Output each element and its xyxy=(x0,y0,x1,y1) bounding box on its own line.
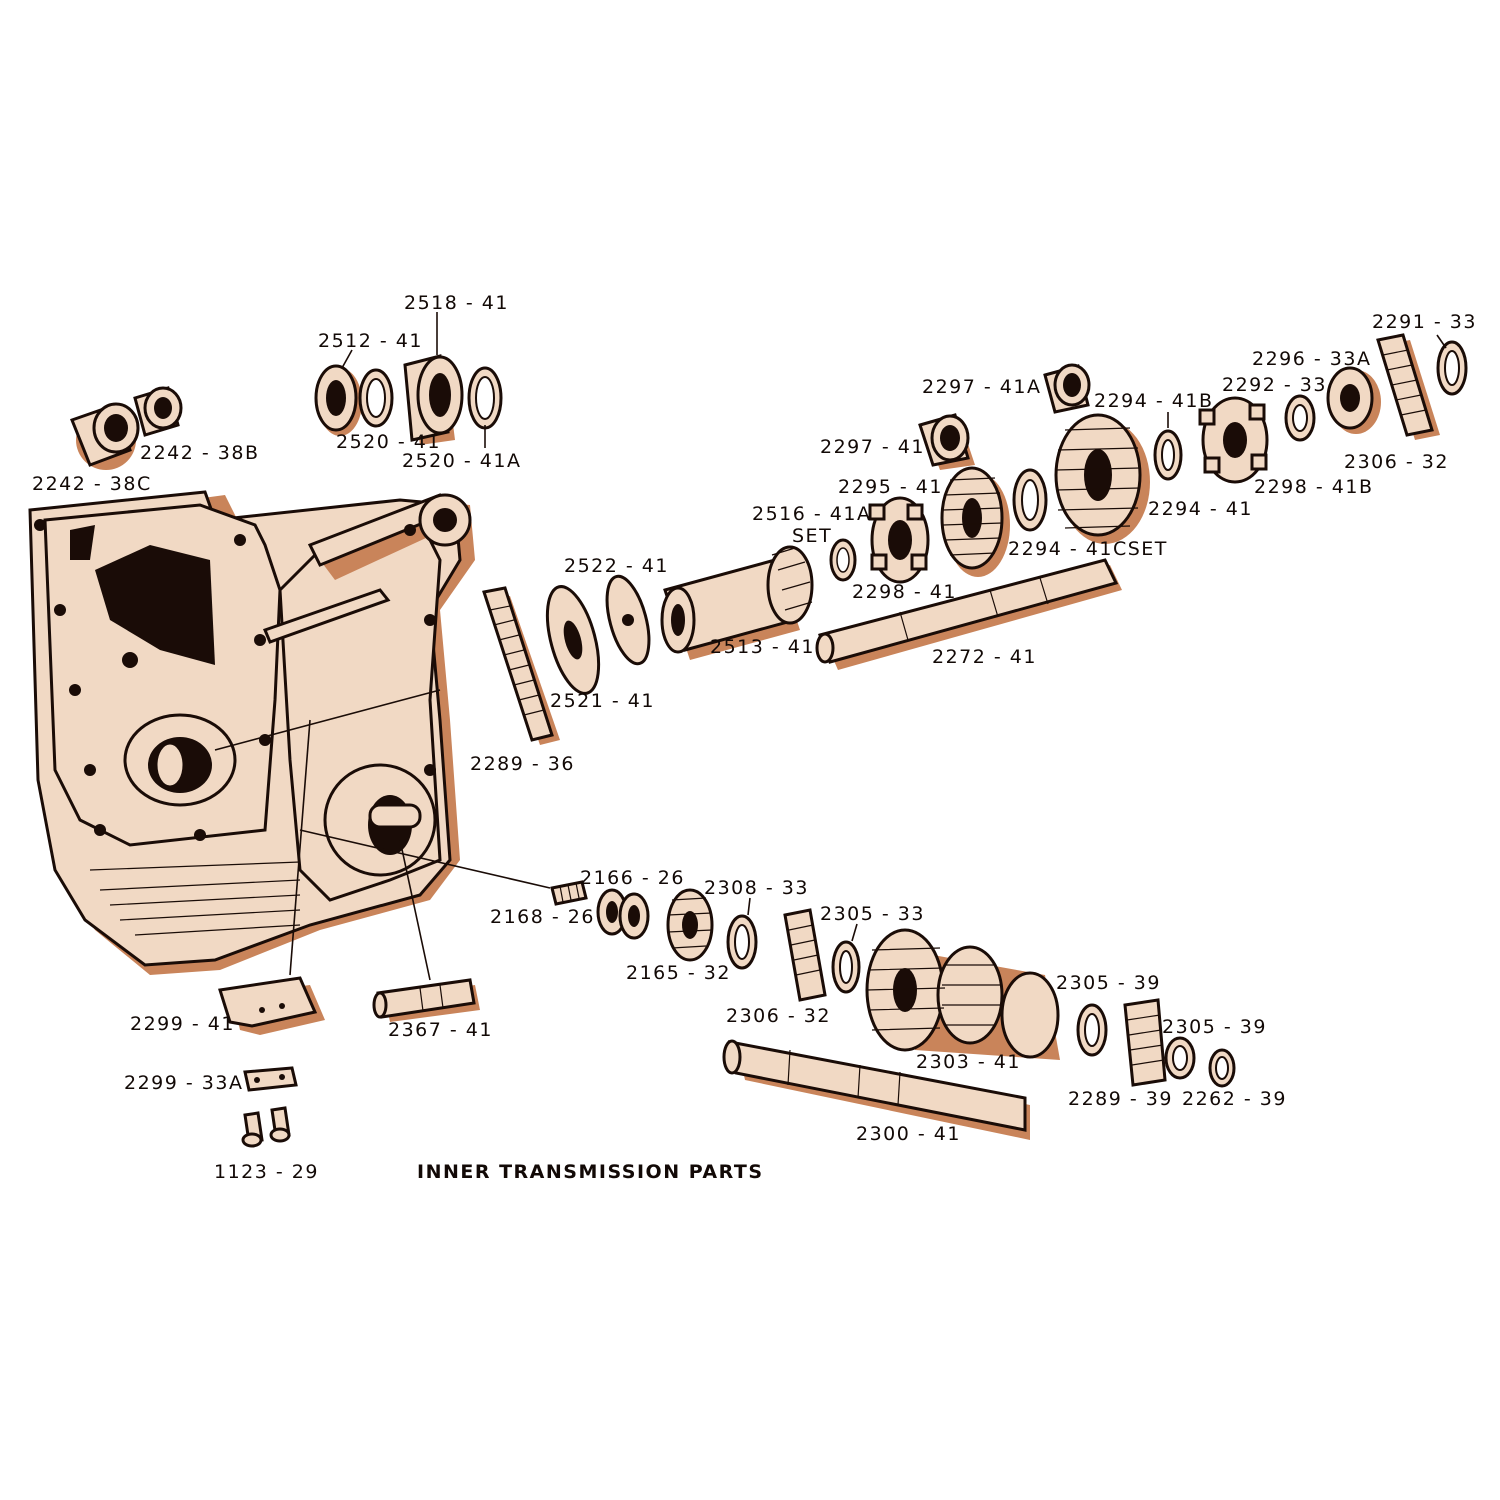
label-2306-32-top: 2306 - 32 xyxy=(1344,451,1449,473)
shaft-2300-41 xyxy=(722,1039,1030,1140)
label-2305-39-a: 2305 - 39 xyxy=(1056,972,1161,994)
bushing-2242-38B xyxy=(133,386,183,437)
gear-2513-41 xyxy=(660,545,814,660)
shoe-2299-41 xyxy=(218,976,325,1035)
washer-2294-41B xyxy=(1153,429,1183,481)
label-2303-41: 2303 - 41 xyxy=(916,1051,1021,1073)
label-2166-26: 2166 - 26 xyxy=(580,867,685,889)
plate-2522-41 xyxy=(605,574,651,666)
spring-2289-36 xyxy=(482,586,560,745)
label-2518-41: 2518 - 41 xyxy=(404,292,509,314)
label-2289-39: 2289 - 39 xyxy=(1068,1088,1173,1110)
label-2291-33: 2291 - 33 xyxy=(1372,311,1477,333)
label-2297-41: 2297 - 41 xyxy=(820,436,925,458)
bushing-2297-41A xyxy=(1043,363,1091,414)
washer-2292-33 xyxy=(1284,394,1316,442)
label-2294-41CSET: 2294 - 41CSET xyxy=(1008,538,1168,560)
label-2272-41: 2272 - 41 xyxy=(932,646,1037,668)
ring-2520-41A xyxy=(467,366,503,430)
shaft-2272-41 xyxy=(815,558,1122,670)
plate-2521-41 xyxy=(545,585,601,695)
gear-2295-41 xyxy=(940,466,1010,577)
label-2305-33: 2305 - 33 xyxy=(820,903,925,925)
ring-2262-39 xyxy=(1208,1048,1236,1088)
label-2297-41A: 2297 - 41A xyxy=(922,376,1041,398)
label-2165-32: 2165 - 32 xyxy=(626,962,731,984)
washer-2305-39-a xyxy=(1076,1003,1108,1057)
spring-2289-39 xyxy=(1123,998,1167,1087)
washer-2308-33 xyxy=(726,914,758,970)
roller-2306-32-top xyxy=(1376,333,1440,440)
diagram-title: INNER TRANSMISSION PARTS xyxy=(417,1161,764,1183)
label-2294-41B: 2294 - 41B xyxy=(1094,390,1214,412)
nut-2296-33A xyxy=(1326,366,1381,434)
label-2242-38B: 2242 - 38B xyxy=(140,442,260,464)
plate-2299-33A xyxy=(243,1066,298,1092)
label-2516-41A: 2516 - 41A xyxy=(752,503,871,525)
spacer-2516-41A xyxy=(829,538,857,582)
label-2295-41: 2295 - 41 xyxy=(838,476,943,498)
bushing-2242-38C xyxy=(70,402,140,470)
label-2522-41: 2522 - 41 xyxy=(564,555,669,577)
washer-2294-41C xyxy=(1012,468,1048,532)
bushing-2297-41 xyxy=(918,413,975,470)
label-2299-41: 2299 - 41 xyxy=(130,1013,235,1035)
gear-2294-41 xyxy=(1054,413,1150,544)
label-2298-41B: 2298 - 41B xyxy=(1254,476,1374,498)
label-1123-29: 1123 - 29 xyxy=(214,1161,319,1183)
label-2520-41: 2520 - 41 xyxy=(336,431,441,453)
washer-2305-39-b xyxy=(1164,1036,1196,1080)
transmission-case xyxy=(28,490,551,981)
ring-2520-41 xyxy=(358,368,394,428)
label-2294-41: 2294 - 41 xyxy=(1148,498,1253,520)
label-2262-39: 2262 - 39 xyxy=(1182,1088,1287,1110)
label-2292-33: 2292 - 33 xyxy=(1222,374,1327,396)
bearing-2518-41 xyxy=(403,354,464,445)
label-2300-41: 2300 - 41 xyxy=(856,1123,961,1145)
label-2308-33: 2308 - 33 xyxy=(704,877,809,899)
cluster-gear-2303-41 xyxy=(865,928,1060,1060)
spring-2168-26 xyxy=(550,880,588,906)
bushing-2166-26 xyxy=(596,888,650,940)
cup-2512-41 xyxy=(314,364,362,436)
washer-2305-33 xyxy=(831,940,861,994)
label-2242-38C: 2242 - 38C xyxy=(32,473,152,495)
label-2516-set: SET xyxy=(792,525,832,547)
label-2306-32-bottom: 2306 - 32 xyxy=(726,1005,831,1027)
pin-2367-41 xyxy=(372,978,480,1022)
clutch-2298-41B xyxy=(1198,396,1269,484)
label-2305-39-b: 2305 - 39 xyxy=(1162,1016,1267,1038)
label-2298-41: 2298 - 41 xyxy=(852,581,957,603)
clutch-2298-41 xyxy=(868,496,930,584)
label-2520-41A: 2520 - 41A xyxy=(402,450,521,472)
label-2512-41: 2512 - 41 xyxy=(318,330,423,352)
label-2513-41: 2513 - 41 xyxy=(710,636,815,658)
label-2299-33A: 2299 - 33A xyxy=(124,1072,243,1094)
gear-2165-32 xyxy=(666,888,714,962)
label-2521-41: 2521 - 41 xyxy=(550,690,655,712)
label-2367-41: 2367 - 41 xyxy=(388,1019,493,1041)
ring-2291-33 xyxy=(1436,340,1468,396)
roller-2306-32-bottom xyxy=(783,908,827,1002)
label-2289-36: 2289 - 36 xyxy=(470,753,575,775)
label-2168-26: 2168 - 26 xyxy=(490,906,595,928)
label-2296-33A: 2296 - 33A xyxy=(1252,348,1371,370)
screws-1123-29 xyxy=(241,1106,291,1148)
